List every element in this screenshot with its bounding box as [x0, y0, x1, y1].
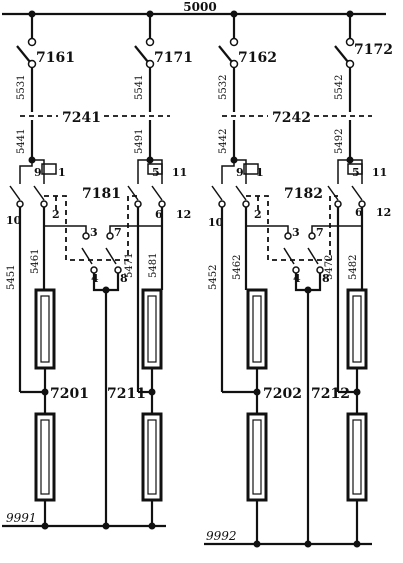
- bus-label: 9991: [6, 511, 37, 525]
- contact-label: 11: [372, 166, 387, 179]
- contact-label: 6: [355, 206, 363, 219]
- resistor: [141, 412, 163, 502]
- contact-label: 9: [34, 166, 42, 179]
- contact-label: 8: [120, 272, 128, 285]
- contact-label: 5: [352, 166, 360, 179]
- wire-label: 5472: [324, 255, 335, 280]
- node-label: 7202: [263, 386, 302, 402]
- contact-label: 7: [316, 226, 324, 239]
- contact-label: 1: [256, 166, 264, 179]
- resistor: [246, 412, 268, 502]
- wire-label: 5482: [348, 255, 359, 280]
- resistor: [34, 412, 56, 502]
- resistor: [346, 412, 368, 502]
- node-label: 7211: [107, 386, 146, 402]
- wire-label: 5481: [148, 253, 159, 278]
- node-label: 7201: [50, 386, 89, 402]
- resistor: [34, 288, 56, 370]
- contact-label: 12: [376, 206, 391, 219]
- selector-label: 7182: [284, 186, 323, 202]
- switch-7162: [218, 37, 239, 69]
- group-label: 7242: [272, 110, 311, 126]
- contact-label: 12: [176, 208, 191, 221]
- switch-7171: [134, 37, 155, 69]
- contact-label: 10: [208, 216, 224, 229]
- bus-label: 9992: [206, 529, 237, 543]
- contact-label: 9: [236, 166, 244, 179]
- contact-label: 6: [155, 208, 163, 221]
- switch-7172: [334, 37, 355, 69]
- wire-label: 5441: [16, 129, 27, 154]
- contact-label: 8: [322, 272, 330, 285]
- wire-label: 5461: [30, 249, 41, 274]
- contact-label: 1: [58, 166, 66, 179]
- contact-label: 11: [172, 166, 187, 179]
- switch-7161: [16, 37, 37, 69]
- wire-label: 5492: [334, 129, 345, 154]
- wire-label: 5542: [334, 75, 345, 100]
- wire-label: 5541: [134, 75, 145, 100]
- contact-label: 7: [114, 226, 122, 239]
- wire-label: 5452: [208, 265, 219, 290]
- wire-label: 5451: [6, 265, 17, 290]
- resistor: [346, 288, 368, 370]
- group-label: 7241: [62, 110, 101, 126]
- contact-label: 2: [254, 208, 262, 221]
- wire-label: 5471: [124, 253, 135, 278]
- right-circuit: 7162 7172 5532 5542 7242 5442 5492 9 1 5…: [204, 10, 393, 548]
- wire-label: 5532: [218, 75, 229, 100]
- wire-label: 5442: [218, 129, 229, 154]
- contact-label: 2: [52, 208, 60, 221]
- left-circuit: 7161 7171 5531 5541 7241 5441 5491 9 1: [2, 10, 193, 530]
- top-bus-label: 5000: [183, 0, 216, 14]
- switch-label: 7161: [36, 50, 75, 66]
- contact-label: 3: [90, 226, 98, 239]
- selector-label: 7181: [82, 186, 121, 202]
- node-label: 7212: [311, 386, 350, 402]
- wire-label: 5462: [232, 255, 243, 280]
- switch-label: 7171: [154, 50, 193, 66]
- resistor: [246, 288, 268, 370]
- resistor: [141, 288, 163, 370]
- contact-label: 10: [6, 214, 22, 227]
- contact-label: 3: [292, 226, 300, 239]
- wire-label: 5531: [16, 75, 27, 100]
- switch-label: 7172: [354, 42, 393, 58]
- switch-label: 7162: [238, 50, 277, 66]
- contact-label: 5: [152, 166, 160, 179]
- wire-label: 5491: [134, 129, 145, 154]
